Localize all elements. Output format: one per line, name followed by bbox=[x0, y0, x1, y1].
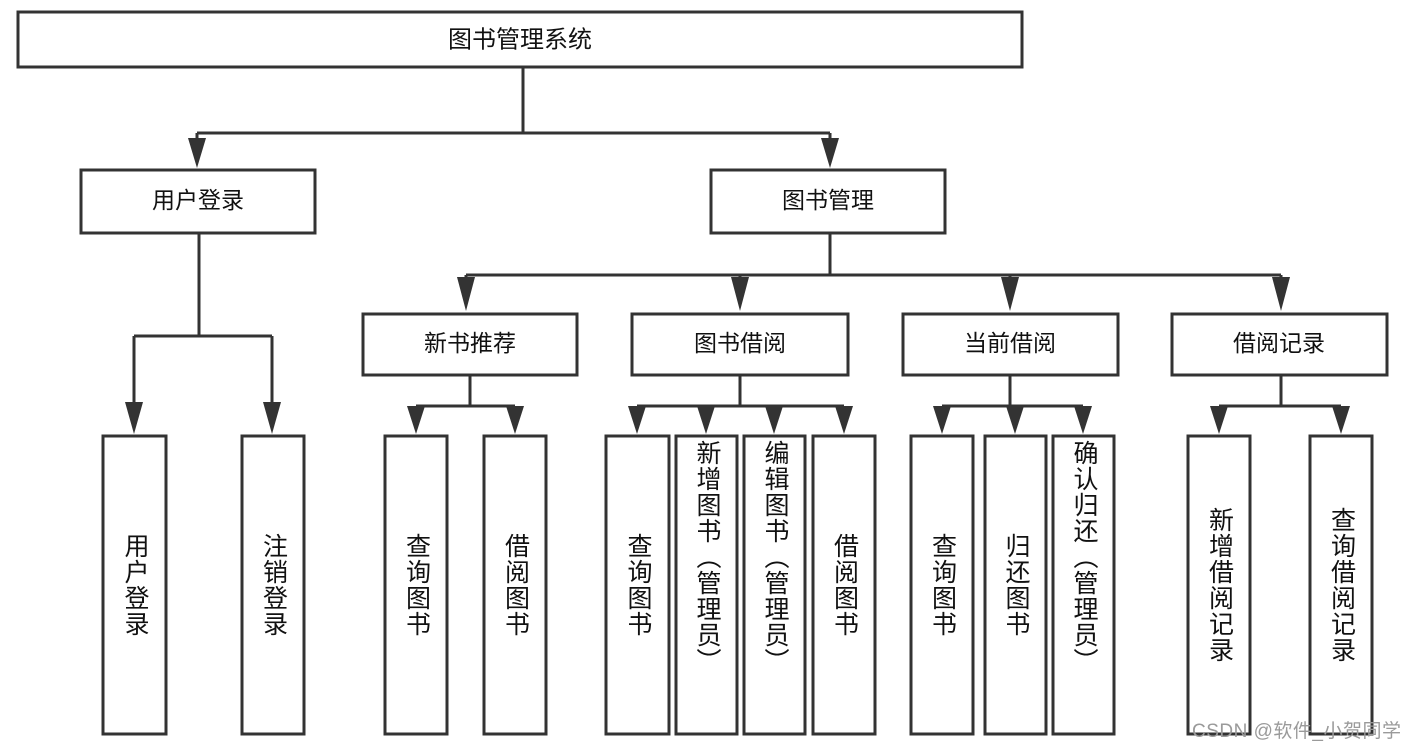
node-current-borrow-box[interactable] bbox=[901, 312, 1120, 377]
leaf-add-record-box[interactable] bbox=[1186, 434, 1252, 736]
node-borrow-record-box[interactable] bbox=[1170, 312, 1389, 377]
connector-group-user-login bbox=[125, 233, 281, 434]
arrowhead-leaf-confirm-return bbox=[1074, 406, 1092, 434]
node-book-borrow-box[interactable] bbox=[630, 312, 850, 377]
arrowhead-new-book-recommend bbox=[457, 277, 475, 311]
connector-group-borrow-record bbox=[1210, 375, 1350, 434]
arrowhead-leaf-add-record bbox=[1210, 406, 1228, 434]
arrowhead-leaf-query-record bbox=[1332, 406, 1350, 434]
leaf-borrow-book-2-box[interactable] bbox=[811, 434, 877, 736]
arrowhead-book-borrow bbox=[731, 277, 749, 311]
node-root-label: 图书管理系统 bbox=[448, 26, 592, 53]
node-current-borrow-label: 当前借阅 bbox=[964, 330, 1056, 356]
arrowhead-current-borrow bbox=[1001, 277, 1019, 311]
node-borrow-record[interactable]: 借阅记录 bbox=[1170, 312, 1389, 377]
node-user-login-box[interactable] bbox=[79, 168, 317, 235]
leaf-edit-book-box[interactable] bbox=[742, 434, 807, 736]
node-current-borrow[interactable]: 当前借阅 bbox=[901, 312, 1120, 377]
leaf-query-book-2-box[interactable] bbox=[604, 434, 671, 736]
leaf-confirm-return-box[interactable] bbox=[1051, 434, 1116, 736]
leaf-add-book-box[interactable] bbox=[674, 434, 739, 736]
arrowhead-leaf-edit-book bbox=[765, 406, 783, 434]
node-user-login-label: 用户登录 bbox=[152, 187, 244, 213]
arrowhead-leaf-query-book-1 bbox=[407, 406, 425, 434]
node-borrow-record-label: 借阅记录 bbox=[1233, 330, 1325, 356]
leaf-return-book-box[interactable] bbox=[983, 434, 1048, 736]
arrowhead-leaf-query-book-2 bbox=[628, 406, 646, 434]
arrowhead-user-login bbox=[188, 138, 206, 168]
node-book-manage-label: 图书管理 bbox=[782, 187, 874, 213]
node-new-book-recommend-box[interactable] bbox=[361, 312, 579, 377]
connector-group-current-borrow bbox=[933, 375, 1092, 434]
connector-group-new-book-recommend bbox=[407, 375, 524, 434]
node-new-book-recommend-label: 新书推荐 bbox=[424, 330, 516, 356]
arrowhead-book-manage bbox=[821, 138, 839, 168]
leaf-borrow-book-1-box[interactable] bbox=[482, 434, 548, 736]
node-book-borrow[interactable]: 图书借阅 bbox=[630, 312, 850, 377]
leaf-query-record-box[interactable] bbox=[1308, 434, 1374, 736]
node-book-borrow-label: 图书借阅 bbox=[694, 330, 786, 356]
connector-group-book-borrow bbox=[628, 375, 853, 434]
leaf-query-book-3-box[interactable] bbox=[909, 434, 975, 736]
leaf-user-login-box[interactable] bbox=[101, 434, 168, 736]
arrowhead-leaf-add-book bbox=[697, 406, 715, 434]
arrowhead-leaf-return-book bbox=[1006, 406, 1024, 434]
leaf-query-book-1-box[interactable] bbox=[383, 434, 449, 736]
node-book-manage-box[interactable] bbox=[709, 168, 947, 235]
node-root[interactable]: 图书管理系统 bbox=[16, 10, 1024, 69]
node-new-book-recommend[interactable]: 新书推荐 bbox=[361, 312, 579, 377]
arrowhead-leaf-borrow-book-1 bbox=[506, 406, 524, 434]
arrowhead-leaf-borrow-book-2 bbox=[835, 406, 853, 434]
csdn-watermark: CSDN @软件_小贺同学 bbox=[1192, 721, 1402, 742]
connector-group-root bbox=[188, 67, 839, 168]
arrowhead-borrow-record bbox=[1272, 277, 1290, 311]
arrowhead-leaf-query-book-3 bbox=[933, 406, 951, 434]
leaf-boxes-group bbox=[101, 434, 1374, 736]
arrowhead-leaf-user-login bbox=[125, 402, 143, 434]
leaf-user-logout-box[interactable] bbox=[240, 434, 306, 736]
node-book-manage[interactable]: 图书管理 bbox=[709, 168, 947, 235]
node-user-login[interactable]: 用户登录 bbox=[79, 168, 317, 235]
arrowhead-leaf-user-logout bbox=[263, 402, 281, 434]
node-root-box[interactable] bbox=[16, 10, 1024, 69]
connector-group-book-manage bbox=[457, 233, 1290, 311]
